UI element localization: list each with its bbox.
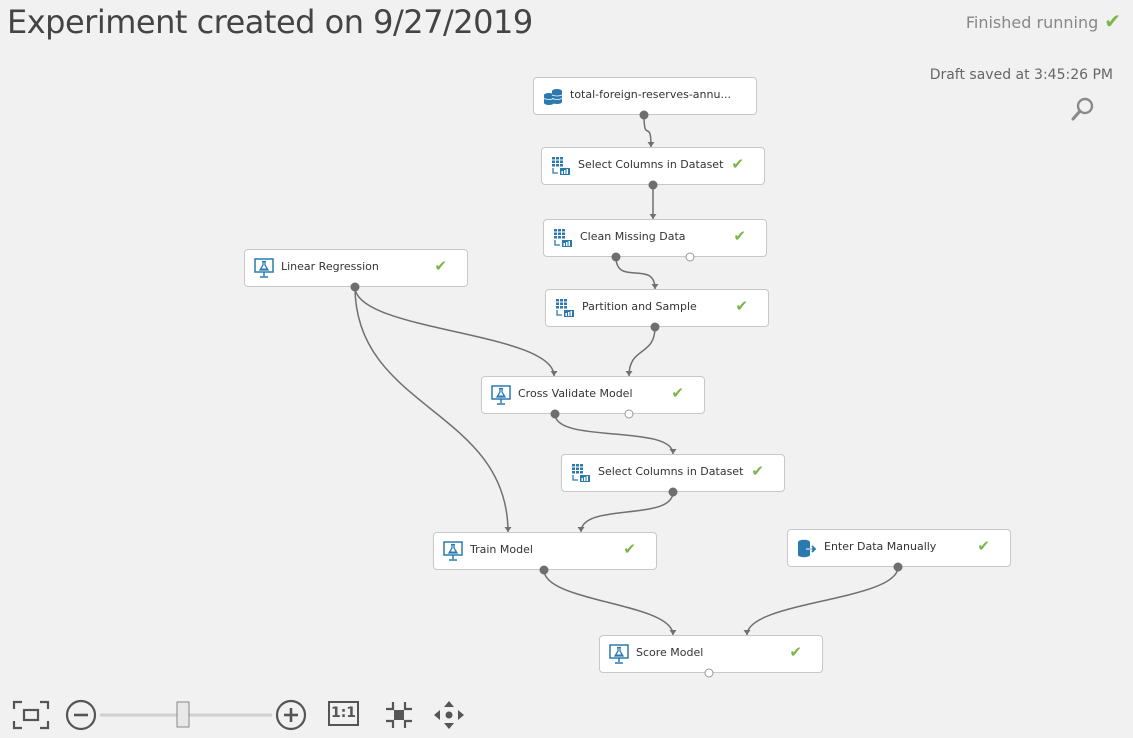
module-score[interactable]: Score Model ✔	[599, 635, 823, 673]
connector-arrowhead	[504, 527, 512, 532]
module-label: Linear Regression	[281, 260, 379, 273]
module-select2[interactable]: Select Columns in Dataset ✔	[561, 454, 785, 492]
connector-arrowhead	[669, 449, 677, 454]
connector-enter-to-score[interactable]	[746, 566, 899, 636]
check-icon: ✔	[733, 227, 746, 245]
table-transform-icon	[551, 156, 571, 176]
module-clean[interactable]: Clean Missing Data ✔	[543, 219, 767, 257]
module-label: Train Model	[470, 543, 533, 556]
check-icon: ✔	[735, 297, 748, 315]
page-title: Experiment created on 9/27/2019	[7, 3, 533, 41]
module-label: Partition and Sample	[582, 300, 697, 313]
data-entry-icon	[797, 538, 817, 558]
module-label: Cross Validate Model	[518, 387, 633, 400]
search-icon[interactable]	[1070, 96, 1096, 122]
connector-arrowhead	[651, 284, 659, 289]
connector-clean-to-partition[interactable]	[615, 256, 656, 290]
module-label: Select Columns in Dataset	[578, 158, 724, 171]
module-enter[interactable]: Enter Data Manually ✔	[787, 529, 1011, 567]
module-select1[interactable]: Select Columns in Dataset ✔	[541, 147, 765, 185]
table-transform-icon	[571, 463, 591, 483]
check-icon: ✔	[623, 540, 636, 558]
connector-arrowhead	[577, 527, 585, 532]
actual-size-label: 1:1	[330, 705, 357, 721]
connector-arrowhead	[649, 214, 657, 219]
connector-arrowhead	[669, 630, 677, 635]
connector-arrowhead	[550, 371, 558, 376]
module-label: Enter Data Manually	[824, 540, 937, 553]
module-train[interactable]: Train Model ✔	[433, 532, 657, 570]
table-transform-icon	[555, 298, 575, 318]
run-status: Finished running ✔	[966, 10, 1121, 34]
zoom-out-icon[interactable]	[64, 698, 98, 732]
flask-icon	[609, 644, 629, 664]
connector-crossval-to-select2[interactable]	[554, 413, 674, 455]
dataset-icon	[543, 86, 563, 106]
connector-partition-to-crossval[interactable]	[628, 326, 656, 377]
module-partition[interactable]: Partition and Sample ✔	[545, 289, 769, 327]
draft-saved-text: Draft saved at 3:45:26 PM	[929, 67, 1113, 83]
pan-icon[interactable]	[433, 700, 465, 730]
check-icon: ✔	[1104, 9, 1121, 33]
check-icon: ✔	[789, 643, 802, 661]
connector-linreg-to-train[interactable]	[354, 286, 509, 533]
connector-arrowhead	[647, 142, 655, 147]
flask-icon	[443, 541, 463, 561]
status-text: Finished running	[965, 13, 1099, 32]
check-icon: ✔	[434, 257, 447, 275]
fit-to-screen-icon[interactable]	[12, 700, 50, 730]
module-dataset[interactable]: total-foreign-reserves-annu...	[533, 77, 757, 115]
zoom-in-icon[interactable]	[274, 698, 308, 732]
module-label: Score Model	[636, 646, 704, 659]
module-linreg[interactable]: Linear Regression ✔	[244, 249, 468, 287]
connector-linreg-to-crossval[interactable]	[354, 286, 555, 377]
check-icon: ✔	[751, 462, 764, 480]
check-icon: ✔	[671, 384, 684, 402]
actual-size-icon[interactable]: 1:1	[328, 701, 359, 726]
connector-arrowhead	[625, 371, 633, 376]
module-label: Select Columns in Dataset	[598, 465, 744, 478]
connector-select2-to-train[interactable]	[580, 491, 674, 533]
module-label: total-foreign-reserves-annu...	[570, 88, 731, 101]
zoom-to-selection-icon[interactable]	[384, 700, 414, 730]
check-icon: ✔	[731, 155, 744, 173]
module-label: Clean Missing Data	[580, 230, 686, 243]
zoom-slider-thumb[interactable]	[176, 701, 190, 728]
connector-dataset-to-select1[interactable]	[643, 114, 652, 148]
flask-icon	[491, 385, 511, 405]
zoom-slider[interactable]	[98, 700, 274, 730]
connector-arrowhead	[743, 630, 751, 635]
connector-train-to-score[interactable]	[543, 569, 674, 636]
module-crossval[interactable]: Cross Validate Model ✔	[481, 376, 705, 414]
check-icon: ✔	[977, 537, 990, 555]
flask-icon	[254, 258, 274, 278]
table-transform-icon	[553, 228, 573, 248]
zoom-toolbar: 1:1	[0, 690, 480, 738]
